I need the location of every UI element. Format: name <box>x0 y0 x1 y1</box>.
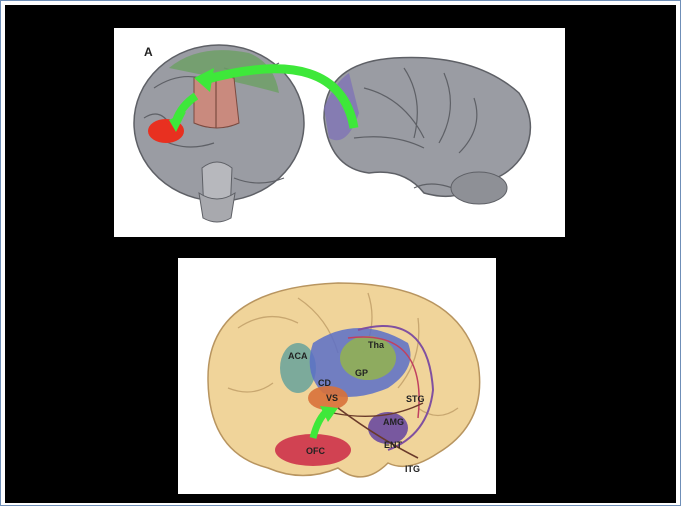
brain-sagittal-panel: ACA Tha CD GP VS STG AMG ENT OFC ITG <box>178 258 496 494</box>
label-vs: VS <box>326 393 338 403</box>
brain-sagittal-figure: ACA Tha CD GP VS STG AMG ENT OFC ITG <box>178 258 496 494</box>
label-tha: Tha <box>368 340 385 350</box>
label-amg: AMG <box>383 417 404 427</box>
brain-ventral-lateral-panel: A <box>114 28 565 237</box>
label-ent: ENT <box>384 440 403 450</box>
label-itg: ITG <box>405 464 420 474</box>
brain-ventral-lateral-figure: A <box>114 28 565 237</box>
label-cd: CD <box>318 378 331 388</box>
slide-background: A <box>5 5 676 503</box>
label-ofc: OFC <box>306 446 325 456</box>
panel-letter: A <box>144 45 153 59</box>
label-gp: GP <box>355 368 368 378</box>
lateral-brain-view <box>324 57 530 204</box>
label-aca: ACA <box>288 351 308 361</box>
label-stg: STG <box>406 394 425 404</box>
